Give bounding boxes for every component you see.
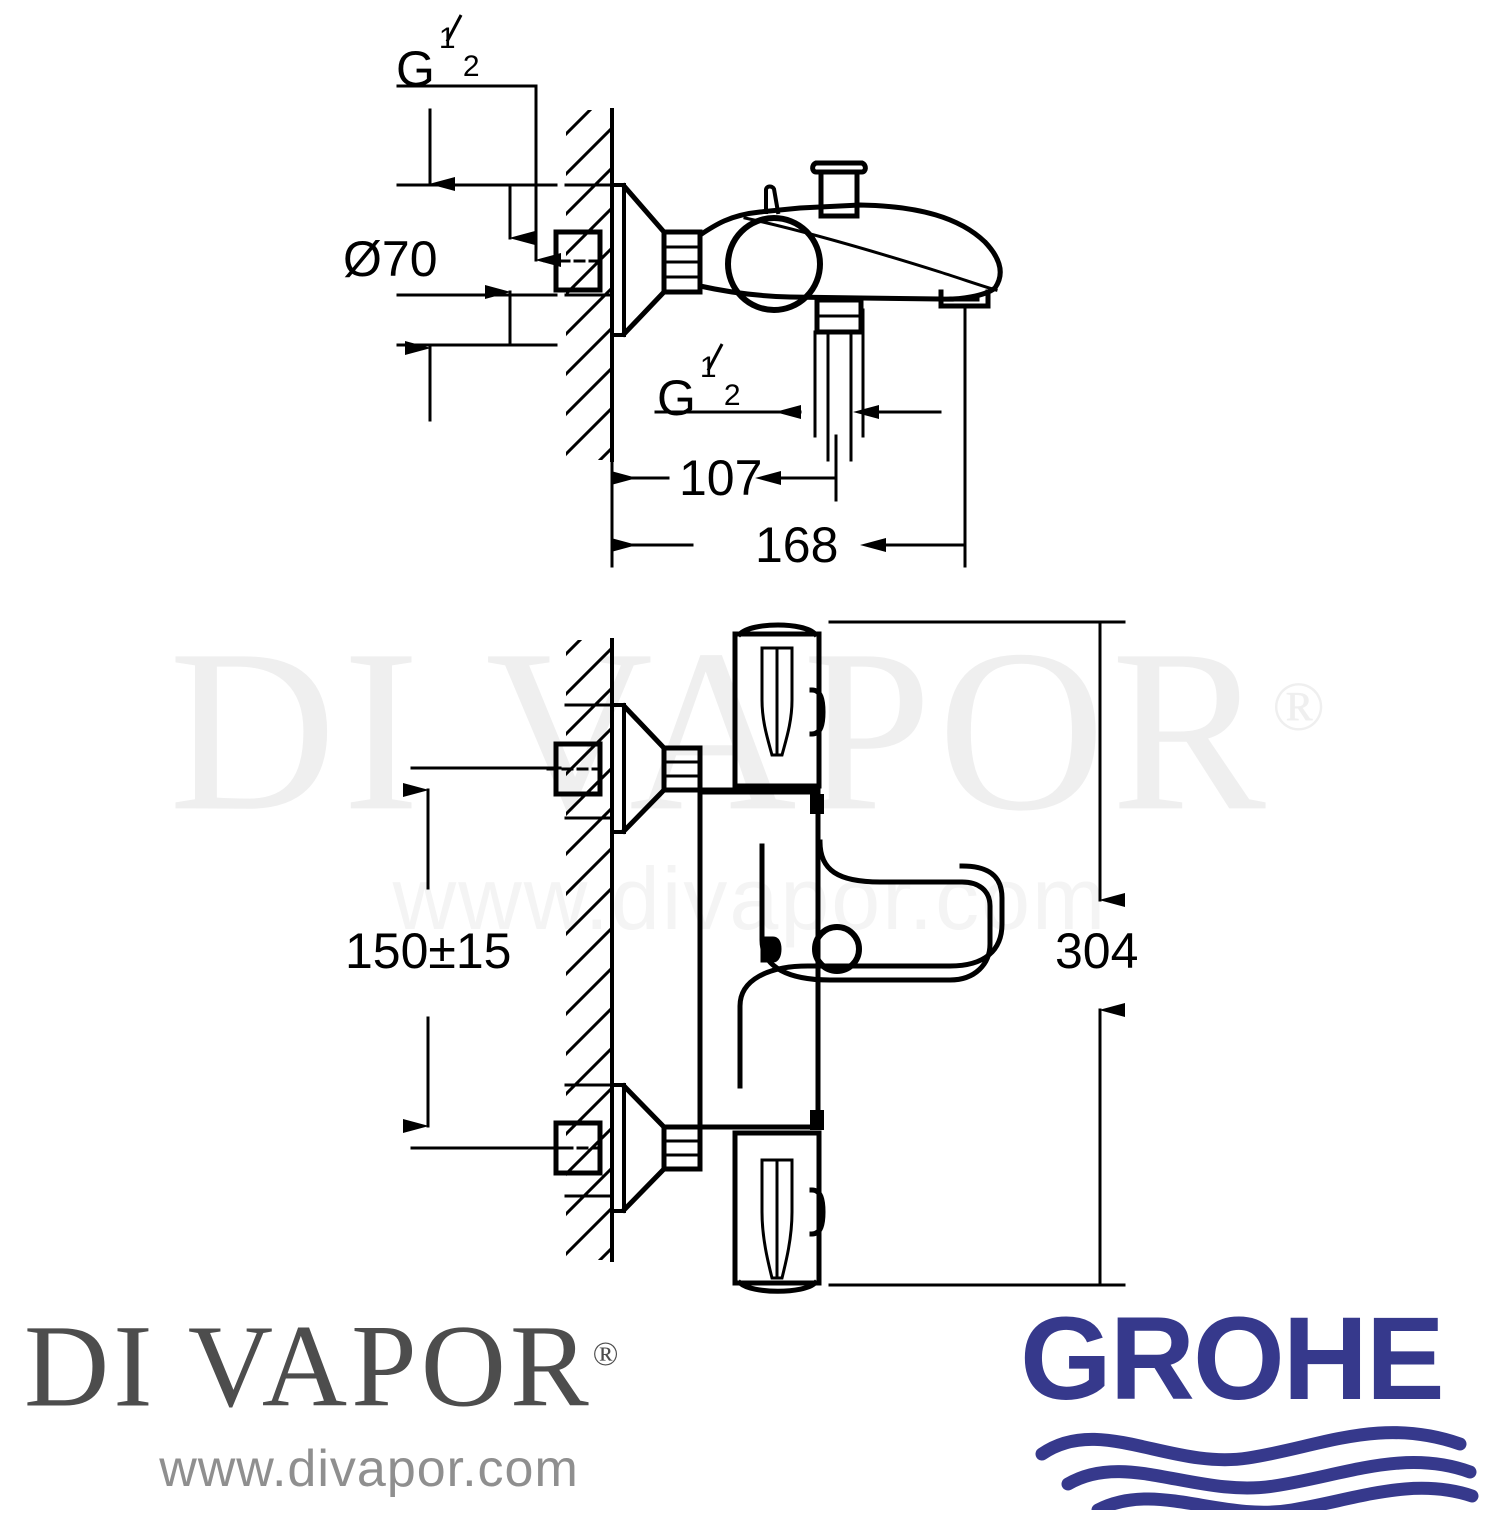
dim-label-107: 107 — [679, 450, 763, 506]
flow-handle — [732, 1130, 826, 1294]
mixer-body-top — [697, 184, 1003, 313]
thermostat-handle — [732, 622, 826, 789]
dim-centres-150 — [403, 766, 562, 1150]
wall-section-top — [564, 108, 614, 462]
spout-front — [737, 839, 1005, 1089]
dim-thread-outlet — [654, 308, 942, 438]
wall-section-bottom — [564, 638, 614, 1262]
escutcheon-top — [610, 182, 667, 338]
inlet-connector-upper — [546, 702, 703, 835]
dim-label-diameter-70: Ø70 — [343, 231, 438, 287]
dim-label-150: 150±15 — [345, 923, 512, 979]
divapor-logo: DI VAPOR® www.divapor.com — [24, 1296, 784, 1496]
diverter-knob-top — [810, 160, 868, 219]
spout-outlet-top — [938, 289, 991, 462]
dim-depth-107 — [610, 418, 838, 502]
dim-label-304: 304 — [1055, 923, 1139, 979]
valve-body-front — [697, 787, 821, 1130]
divapor-url[interactable]: www.divapor.com — [159, 1440, 579, 1499]
grohe-logo: GROHE — [1020, 1293, 1490, 1515]
inlet-connector-lower — [546, 1082, 703, 1214]
grohe-wordmark: GROHE — [1020, 1293, 1445, 1425]
dim-thread-top — [396, 84, 561, 267]
dim-label-168: 168 — [755, 517, 839, 573]
shower-outlet-top — [814, 297, 864, 462]
grohe-waves-icon — [1035, 1426, 1479, 1515]
outlet-indicators — [760, 924, 862, 974]
dim-diameter-70 — [396, 184, 558, 422]
dim-depth-168 — [610, 458, 967, 568]
divapor-wordmark: DI VAPOR® — [24, 1296, 784, 1425]
hex-nut-top — [661, 229, 703, 295]
dim-height-304 — [828, 620, 1126, 1287]
body-tab — [810, 794, 824, 1130]
inlet-connector-top — [543, 229, 603, 293]
divapor-name: DI VAPOR — [24, 1300, 593, 1432]
divapor-registered-mark: ® — [592, 1336, 619, 1373]
